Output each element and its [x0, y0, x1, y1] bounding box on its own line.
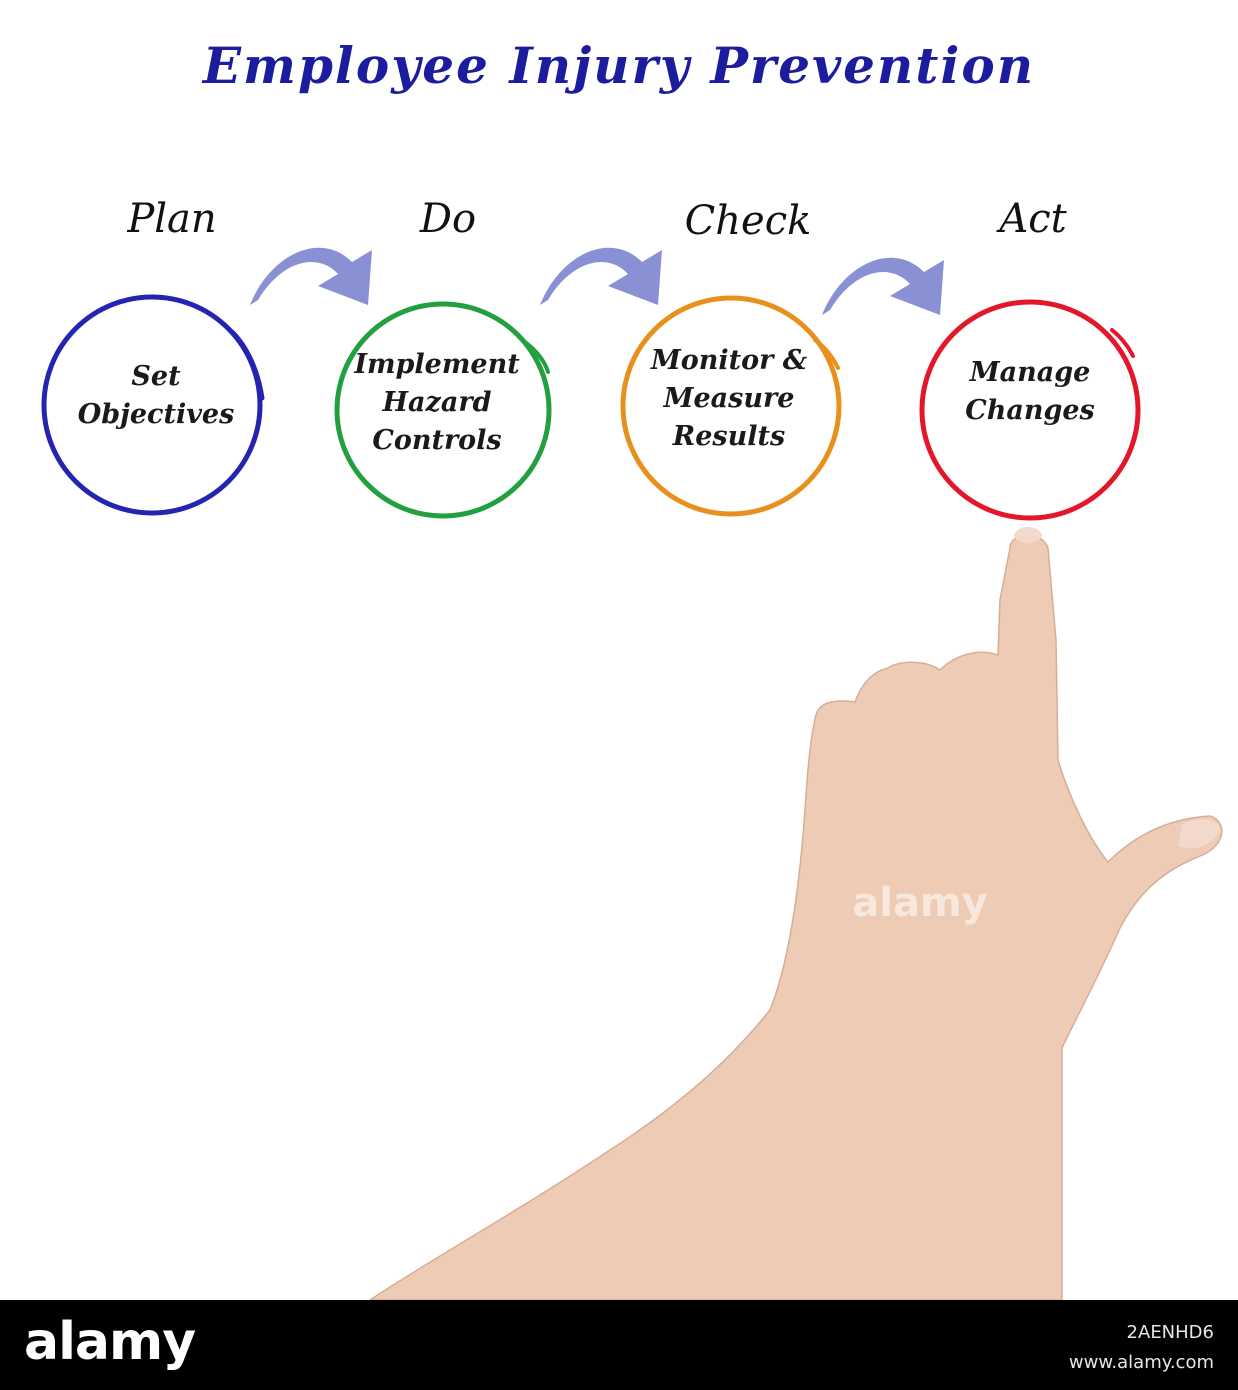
circle-do [334, 301, 552, 519]
node-line: Implement [354, 349, 520, 380]
node-line: Manage [969, 357, 1091, 388]
node-line: Objectives [77, 399, 235, 430]
node-line: Set [131, 361, 181, 392]
watermark-url: www.alamy.com [1068, 1352, 1214, 1373]
node-line: Controls [372, 425, 502, 456]
diagram-graphics [41, 247, 1223, 1300]
node-line: Changes [965, 395, 1095, 426]
node-text-act: Manage Changes [930, 354, 1130, 430]
watermark-center: alamy [852, 880, 988, 926]
step-label-act: Act [999, 196, 1067, 242]
hand-illustration [368, 527, 1223, 1300]
circle-act [919, 299, 1141, 521]
node-text-plan: Set Objectives [56, 358, 256, 434]
diagram-title: Employee Injury Prevention [202, 36, 1036, 95]
alamy-logo: alamy [24, 1312, 196, 1372]
image-id: 2AENHD6 [1126, 1322, 1214, 1343]
circle-plan [41, 294, 265, 516]
node-line: Monitor & [650, 345, 808, 376]
node-text-check: Monitor & Measure Results [629, 342, 829, 456]
arrow-plan-to-do [250, 247, 372, 305]
step-label-do: Do [419, 196, 477, 242]
node-text-do: Implement Hazard Controls [337, 346, 537, 460]
arrow-check-to-act [822, 257, 944, 315]
node-line: Measure [663, 383, 795, 414]
footer-bar: alamy 2AENHD6 www.alamy.com [0, 1300, 1238, 1390]
circle-check [620, 295, 842, 517]
step-label-plan: Plan [127, 196, 217, 242]
node-line: Hazard [382, 387, 492, 418]
node-line: Results [672, 421, 786, 452]
arrow-do-to-check [540, 247, 662, 305]
step-label-check: Check [684, 198, 812, 244]
